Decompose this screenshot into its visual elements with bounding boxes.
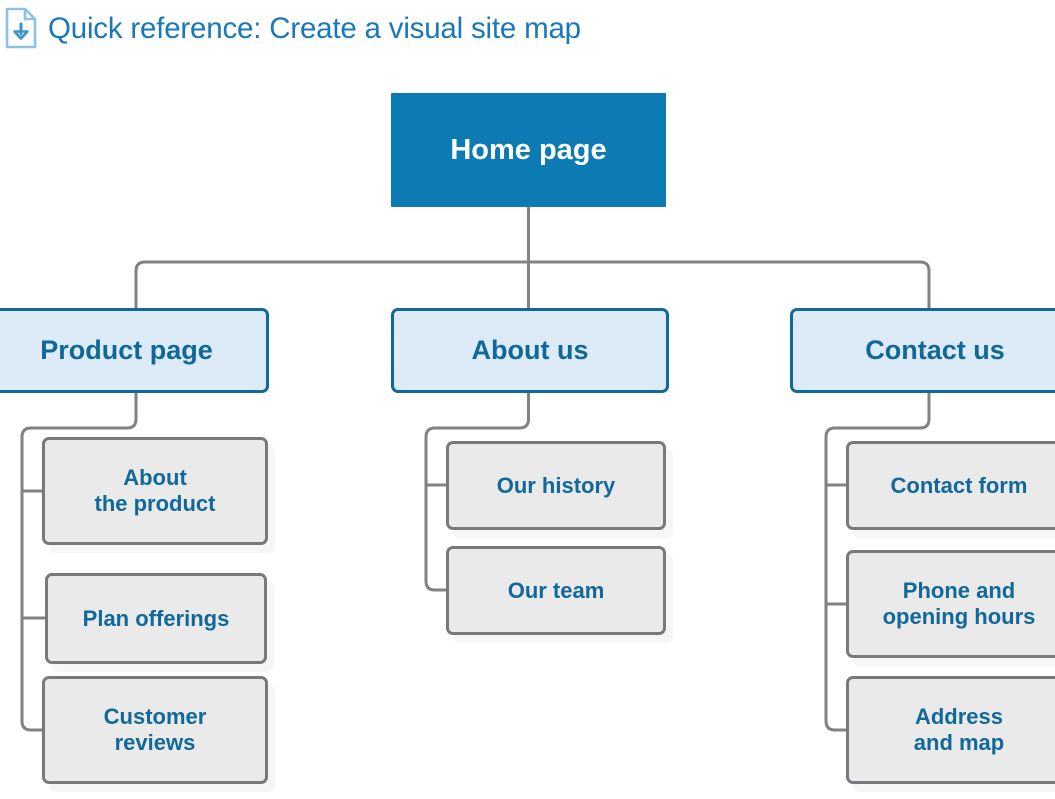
node-address-and-map[interactable]: Address and map xyxy=(846,676,1055,784)
node-customer-reviews-label: Customer reviews xyxy=(103,704,207,755)
node-phone-and-opening-hours[interactable]: Phone and opening hours xyxy=(846,550,1055,658)
node-our-history[interactable]: Our history xyxy=(446,441,666,530)
node-contact-form-label: Contact form xyxy=(890,472,1028,498)
node-product-page[interactable]: Product page xyxy=(0,308,269,393)
node-product-page-label: Product page xyxy=(40,334,213,365)
node-about-us-label: About us xyxy=(471,334,589,365)
node-home-page-label: Home page xyxy=(450,133,607,166)
node-contact-us[interactable]: Contact us xyxy=(790,308,1055,393)
node-about-the-product-label: About the product xyxy=(94,465,216,516)
node-address-and-map-label: Address and map xyxy=(913,704,1005,755)
node-about-the-product[interactable]: About the product xyxy=(42,437,268,545)
node-our-team[interactable]: Our team xyxy=(446,546,666,635)
node-plan-offerings[interactable]: Plan offerings xyxy=(45,573,267,664)
page-header: Quick reference: Create a visual site ma… xyxy=(0,0,1055,56)
node-phone-and-opening-hours-label: Phone and opening hours xyxy=(882,578,1036,629)
node-about-us[interactable]: About us xyxy=(391,308,669,393)
node-our-history-label: Our history xyxy=(496,472,616,498)
node-home-page[interactable]: Home page xyxy=(391,93,666,207)
node-contact-form[interactable]: Contact form xyxy=(846,441,1055,530)
document-download-icon xyxy=(5,7,37,49)
node-plan-offerings-label: Plan offerings xyxy=(82,605,230,631)
node-customer-reviews[interactable]: Customer reviews xyxy=(42,676,268,784)
connector-section-bus xyxy=(134,260,931,312)
node-contact-us-label: Contact us xyxy=(865,334,1005,365)
node-our-team-label: Our team xyxy=(507,577,605,603)
page-title: Quick reference: Create a visual site ma… xyxy=(48,12,581,46)
